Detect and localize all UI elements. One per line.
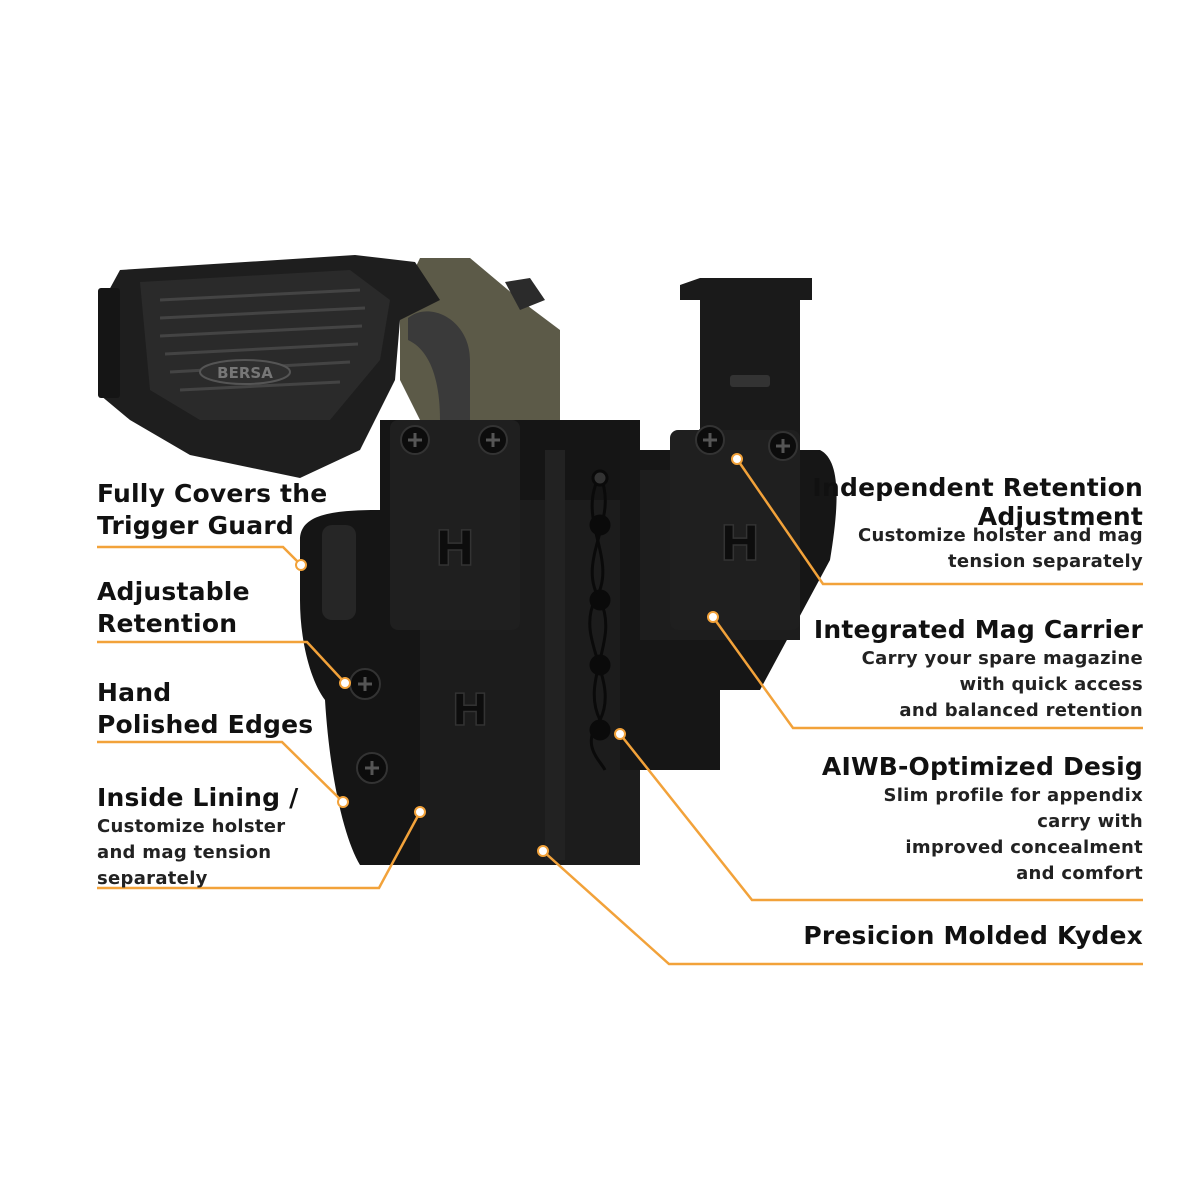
holster-belt-clip — [390, 420, 520, 630]
pistol-magazine-base — [98, 288, 120, 398]
feature-title: Retention — [97, 609, 238, 638]
feature-polished-edges: Hand Polished Edges — [97, 677, 313, 741]
svg-text:H: H — [720, 516, 760, 572]
center-lacing — [588, 469, 611, 771]
callout-lines — [97, 458, 1143, 966]
feature-title: Hand — [97, 678, 172, 707]
feature-description: Carry your spare magazine — [861, 648, 1143, 669]
feature-description: Customize holster and mag — [857, 525, 1143, 546]
feature-title: Adjustable — [97, 577, 250, 606]
feature-adjustable-retention: Adjustable Retention — [97, 576, 250, 640]
feature-independent-retention: Independent Retention Adjustment Customi… — [812, 472, 1143, 575]
feature-description: and mag tension — [97, 842, 272, 863]
brand-h-logo-icon: H H H — [434, 515, 761, 737]
pistol-hammer — [505, 278, 545, 310]
feature-inside-lining: Inside Lining / Customize holster and ma… — [97, 782, 299, 892]
feature-description: tension separately — [947, 551, 1143, 572]
callout-dots — [295, 453, 743, 857]
mag-belt-clip — [670, 430, 800, 630]
feature-trigger-guard: Fully Covers the Trigger Guard — [97, 478, 327, 542]
feature-aiwb-design: AIWB-Optimized Desig Slim profile for ap… — [822, 751, 1143, 887]
screw-icon — [349, 425, 798, 784]
pistol-engraving: BERSA — [217, 364, 273, 382]
feature-description: separately — [97, 868, 208, 889]
feature-title: Presicion Molded Kydex — [803, 921, 1143, 950]
spare-magazine — [680, 278, 812, 470]
feature-title: Integrated Mag Carrier — [813, 615, 1143, 644]
feature-title: Fully Covers the — [97, 479, 328, 508]
pistol-trigger-guard — [408, 311, 470, 420]
feature-description: carry with — [1037, 811, 1143, 832]
feature-description: with quick access — [959, 674, 1143, 695]
feature-description: Customize holster — [97, 816, 286, 837]
feature-title: Polished Edges — [97, 710, 314, 739]
svg-text:H: H — [452, 685, 489, 736]
feature-title: Trigger Guard — [97, 511, 294, 540]
pistol: BERSA — [98, 255, 560, 478]
feature-title: AIWB-Optimized Desig — [821, 752, 1143, 781]
feature-title: Adjustment — [977, 502, 1143, 531]
feature-description: and comfort — [1016, 863, 1143, 884]
feature-title: Inside Lining / — [97, 783, 299, 812]
feature-description: and balanced retention — [899, 700, 1143, 721]
feature-description: Slim profile for appendix — [883, 785, 1143, 806]
feature-mag-carrier: Integrated Mag Carrier Carry your spare … — [814, 614, 1143, 724]
feature-title: Independent Retention — [812, 473, 1143, 502]
feature-description: improved concealment — [905, 837, 1143, 858]
feature-molded-kydex: Presicion Molded Kydex — [803, 920, 1143, 952]
svg-text:H: H — [435, 521, 475, 577]
